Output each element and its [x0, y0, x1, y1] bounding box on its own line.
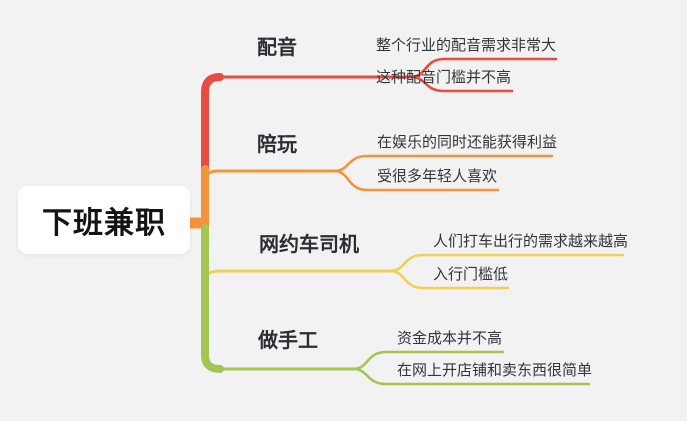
subtopic-voice-acting-demand[interactable]: 整个行业的配音需求非常大: [376, 37, 557, 54]
topic-handcraft[interactable]: 做手工: [258, 330, 318, 352]
subtopic-handcraft-cost[interactable]: 资金成本并不高: [397, 330, 503, 347]
subtopic-voice-acting-threshold[interactable]: 这种配音门槛并不高: [376, 69, 512, 86]
subtopic-ride-threshold[interactable]: 入行门槛低: [433, 266, 509, 283]
subtopic-ride-demand[interactable]: 人们打车出行的需求越来越高: [433, 233, 629, 250]
subtopic-handcraft-online-shop[interactable]: 在网上开店铺和卖东西很简单: [397, 362, 593, 379]
subtopic-companion-popular[interactable]: 受很多年轻人喜欢: [377, 168, 498, 185]
topic-ride-hailing-driver[interactable]: 网约车司机: [259, 234, 359, 256]
subtopic-companion-benefit[interactable]: 在娱乐的同时还能获得利益: [377, 134, 558, 151]
branch-line: [204, 169, 336, 178]
branch-group-voice-acting: [201, 57, 558, 175]
branch-line: [204, 269, 392, 278]
trunk-segment-green: [201, 224, 224, 373]
branch-group-handcraft: [201, 224, 591, 386]
sub-branch-line: [351, 367, 591, 386]
root-node[interactable]: 下班兼职: [18, 186, 190, 254]
sub-branch-line: [388, 269, 510, 290]
topic-voice-acting[interactable]: 配音: [257, 37, 297, 59]
branch-group-gaming-companion: [188, 154, 554, 234]
sub-branch-line: [332, 169, 500, 192]
root-label: 下班兼职: [42, 207, 166, 240]
branch-group-ride-hailing: [204, 253, 625, 290]
trunk-segment-red: [201, 73, 224, 175]
topic-gaming-companion[interactable]: 陪玩: [257, 134, 297, 156]
sub-branch-line: [409, 75, 514, 93]
